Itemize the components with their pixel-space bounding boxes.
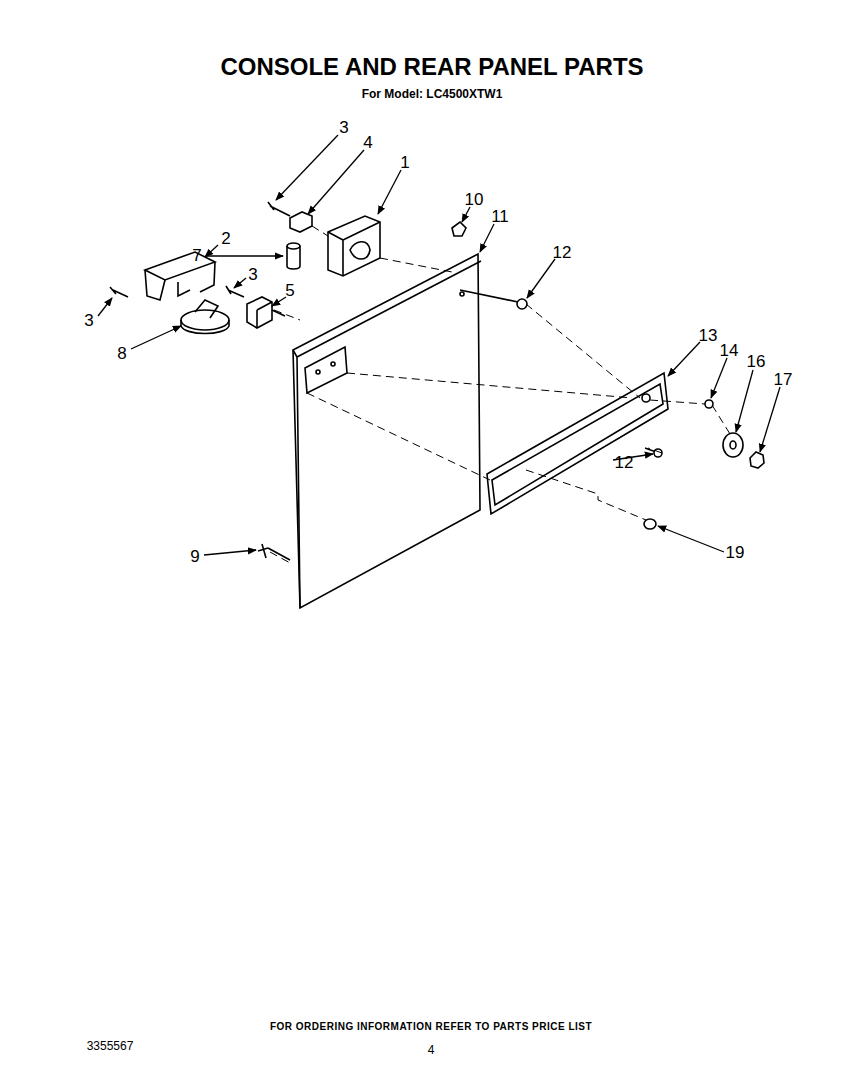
callout-number: 11 [491, 208, 509, 225]
callout-number: 9 [190, 548, 199, 565]
callout-number: 7 [192, 247, 201, 264]
model-label: For Model: LC4500XTW1 [362, 88, 503, 100]
footer-note: FOR ORDERING INFORMATION REFER TO PARTS … [270, 1022, 592, 1032]
callout-number: 13 [699, 327, 718, 344]
callout-number: 3 [339, 119, 348, 136]
callout-number: 14 [720, 342, 739, 359]
callout-number: 12 [553, 244, 572, 261]
callout-number: 4 [363, 134, 372, 151]
callout-number: 1 [400, 154, 409, 171]
callout-number: 10 [465, 191, 484, 208]
page-title: CONSOLE AND REAR PANEL PARTS [220, 55, 643, 79]
document-number: 3355567 [87, 1040, 134, 1052]
callout-number: 3 [84, 312, 93, 329]
callout-number: 5 [285, 282, 294, 299]
callout-number: 3 [248, 266, 257, 283]
callout-number: 12 [615, 454, 634, 471]
callout-number: 19 [726, 544, 745, 561]
callout-number: 17 [774, 371, 793, 388]
callout-number: 8 [117, 345, 126, 362]
page-number: 4 [428, 1044, 435, 1056]
callout-number: 2 [221, 230, 230, 247]
callout-number: 16 [747, 353, 766, 370]
